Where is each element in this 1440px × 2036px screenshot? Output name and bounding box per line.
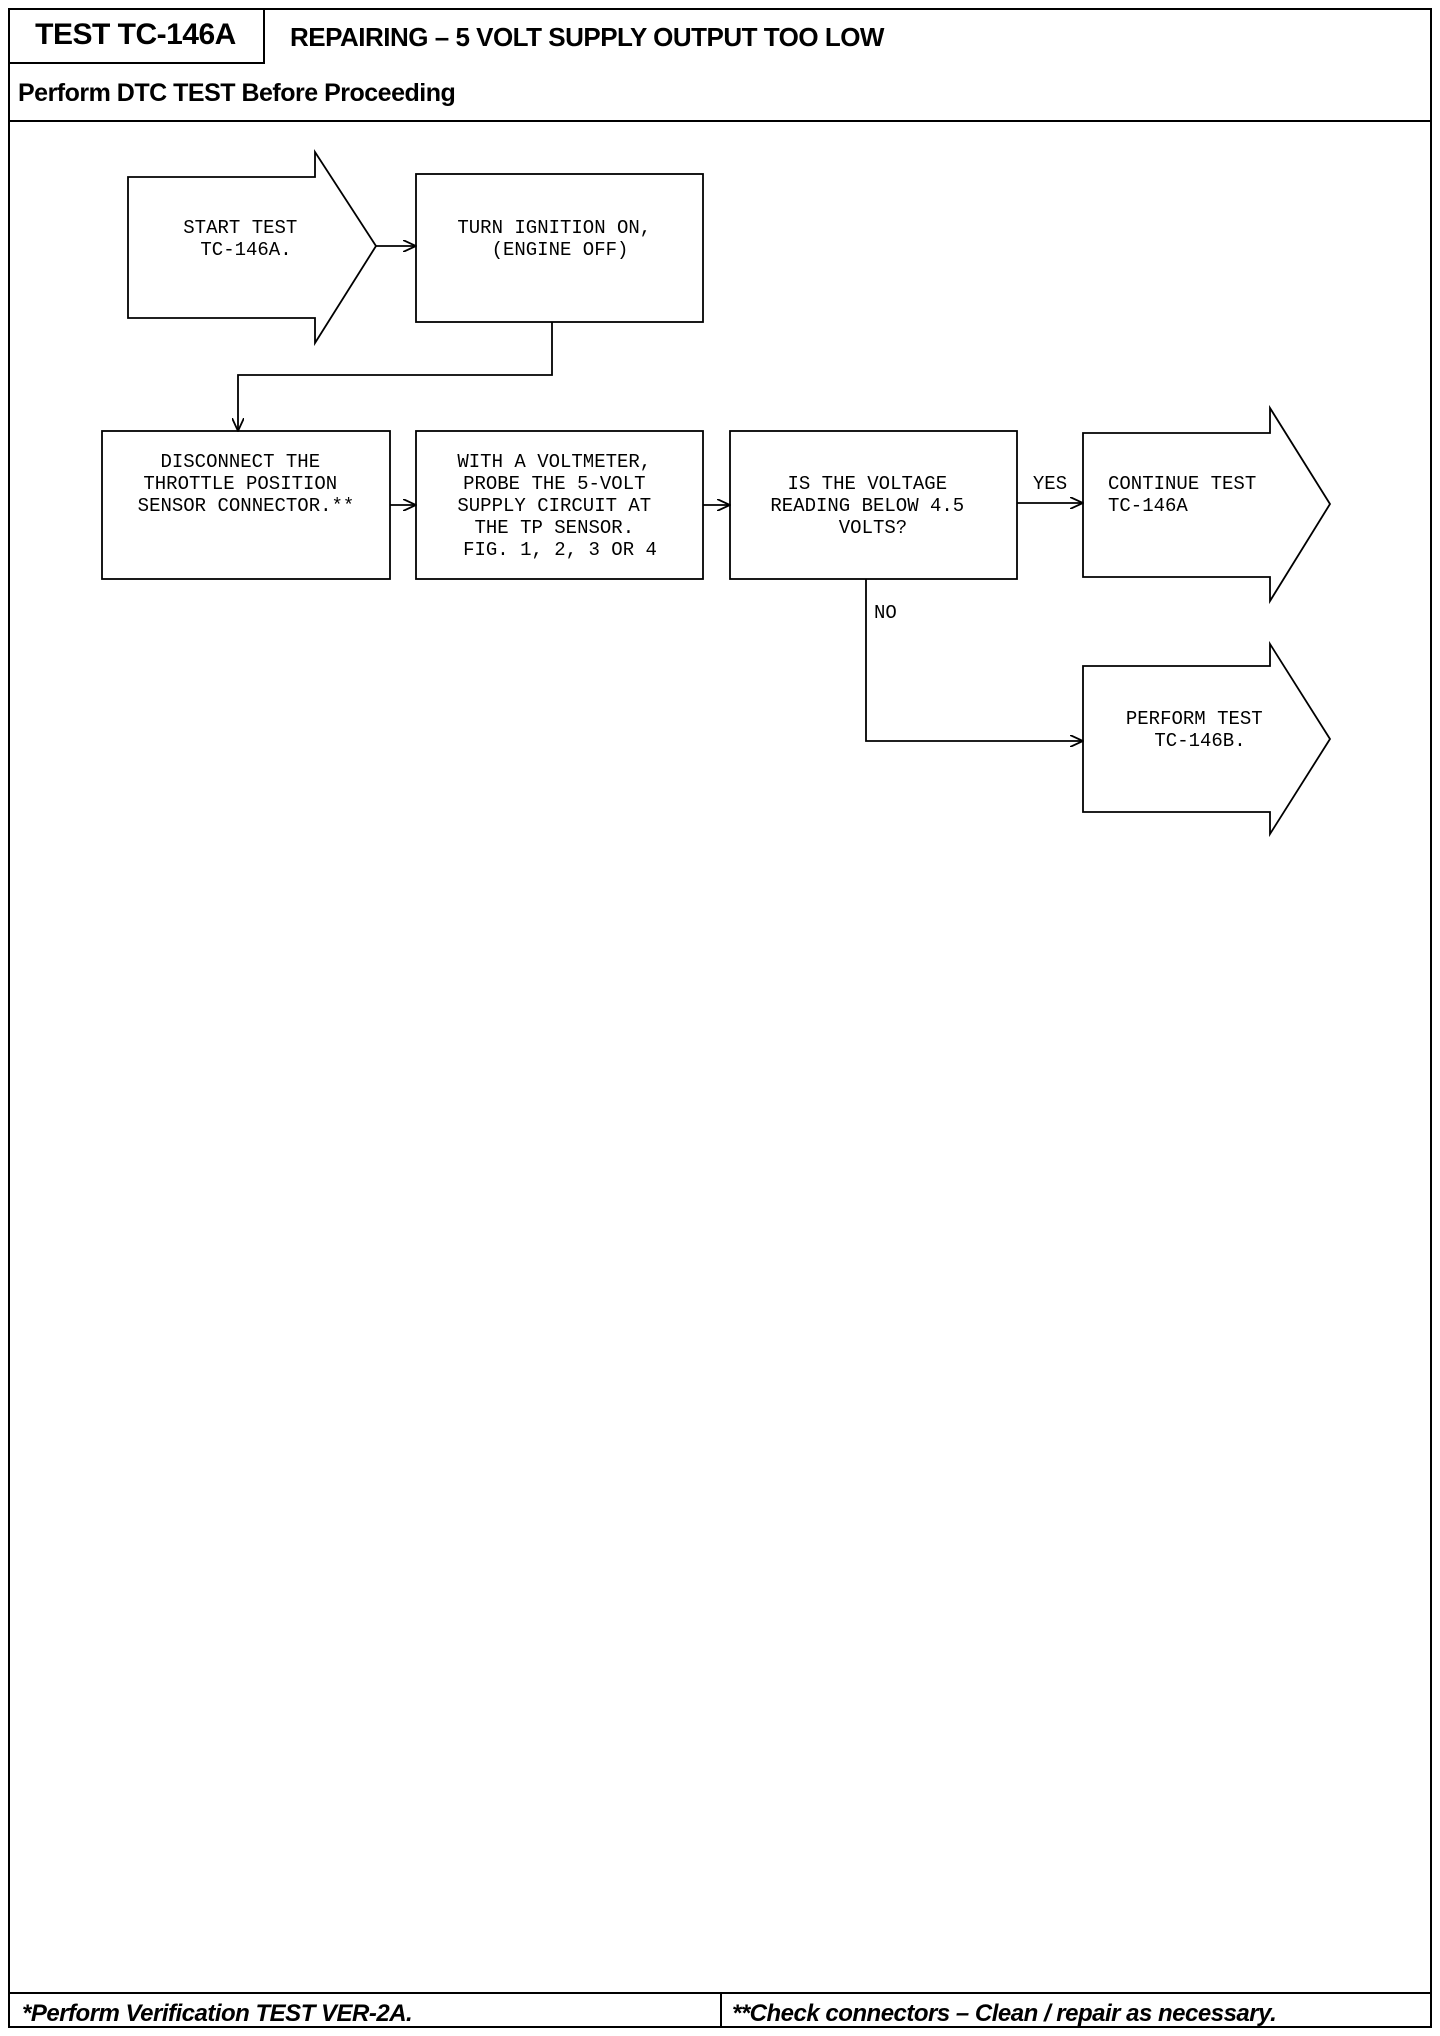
test-id-box: TEST TC-146A: [8, 8, 265, 64]
node-perform-b-text: PERFORM TEST TC-146B.: [1126, 708, 1274, 752]
footer-note-verification: *Perform Verification TEST VER-2A.: [22, 2000, 413, 2027]
node-start-text: START TEST TC-146A.: [183, 217, 308, 261]
node-continue-text: CONTINUE TEST TC-146A: [1108, 473, 1268, 517]
node-disconnect-text: DISCONNECT THE THROTTLE POSITION SENSOR …: [138, 451, 355, 517]
node-question-text: IS THE VOLTAGE READING BELOW 4.5 VOLTS?: [770, 473, 975, 539]
page-title: REPAIRING – 5 VOLT SUPPLY OUTPUT TOO LOW: [290, 22, 884, 52]
edge-question-perform-b: [865, 579, 1083, 741]
footer-note-connectors: **Check connectors – Clean / repair as n…: [732, 2000, 1277, 2027]
node-voltmeter-text: WITH A VOLTMETER, PROBE THE 5-VOLT SUPPL…: [457, 451, 662, 561]
edge-ignition-disconnect: [238, 322, 553, 431]
node-continue-shape: [1082, 404, 1332, 605]
node-start-shape: [127, 148, 378, 347]
edge-label-no: NO: [874, 602, 897, 624]
edge-label-yes: YES: [1033, 473, 1067, 495]
node-ignition-text: TURN IGNITION ON, (ENGINE OFF): [457, 217, 662, 261]
node-ignition-shape: [415, 173, 704, 323]
header-divider: [8, 120, 1432, 122]
node-perform-b-shape: [1082, 640, 1332, 838]
footer-column-divider: [720, 1992, 722, 2028]
node-question-shape: [729, 430, 1018, 580]
test-id: TEST TC-146A: [35, 18, 236, 51]
page-subheader: Perform DTC TEST Before Proceeding: [18, 79, 456, 107]
node-voltmeter-shape: [415, 430, 704, 580]
